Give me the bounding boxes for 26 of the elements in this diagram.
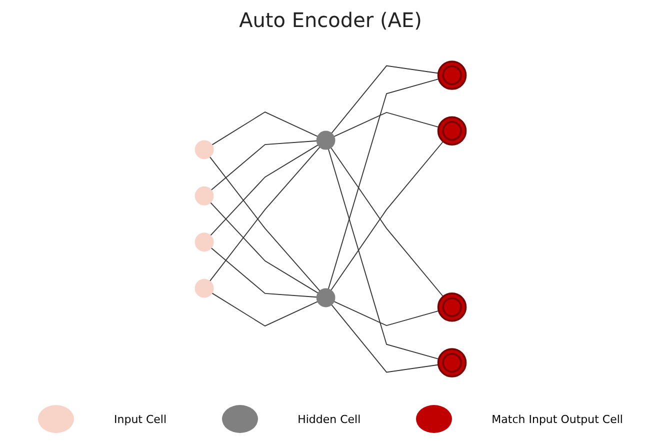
connector bbox=[331, 304, 439, 372]
connector bbox=[210, 140, 318, 190]
node-circle bbox=[194, 232, 214, 252]
connector bbox=[334, 300, 440, 326]
connector bbox=[328, 78, 440, 290]
connector bbox=[328, 148, 440, 360]
connector bbox=[334, 111, 440, 136]
node-circle bbox=[194, 278, 214, 298]
connector bbox=[211, 111, 318, 145]
node-circle bbox=[437, 292, 467, 322]
title: Auto Encoder (AE) bbox=[239, 8, 422, 32]
node-circle bbox=[194, 186, 214, 205]
connector bbox=[210, 144, 319, 236]
legend-label: Match Input Output Cell bbox=[492, 412, 623, 426]
node-circle bbox=[437, 60, 467, 90]
connector bbox=[210, 202, 319, 294]
node-circle bbox=[194, 140, 214, 159]
connector bbox=[211, 292, 318, 326]
legend-label: Input Cell bbox=[114, 412, 167, 426]
node-circle bbox=[316, 130, 336, 150]
legend-label: Hidden Cell bbox=[298, 412, 361, 426]
node-circle bbox=[316, 288, 336, 307]
node-circle bbox=[437, 116, 467, 145]
connector bbox=[210, 246, 318, 298]
connector bbox=[331, 64, 439, 134]
node-circle bbox=[437, 348, 467, 377]
